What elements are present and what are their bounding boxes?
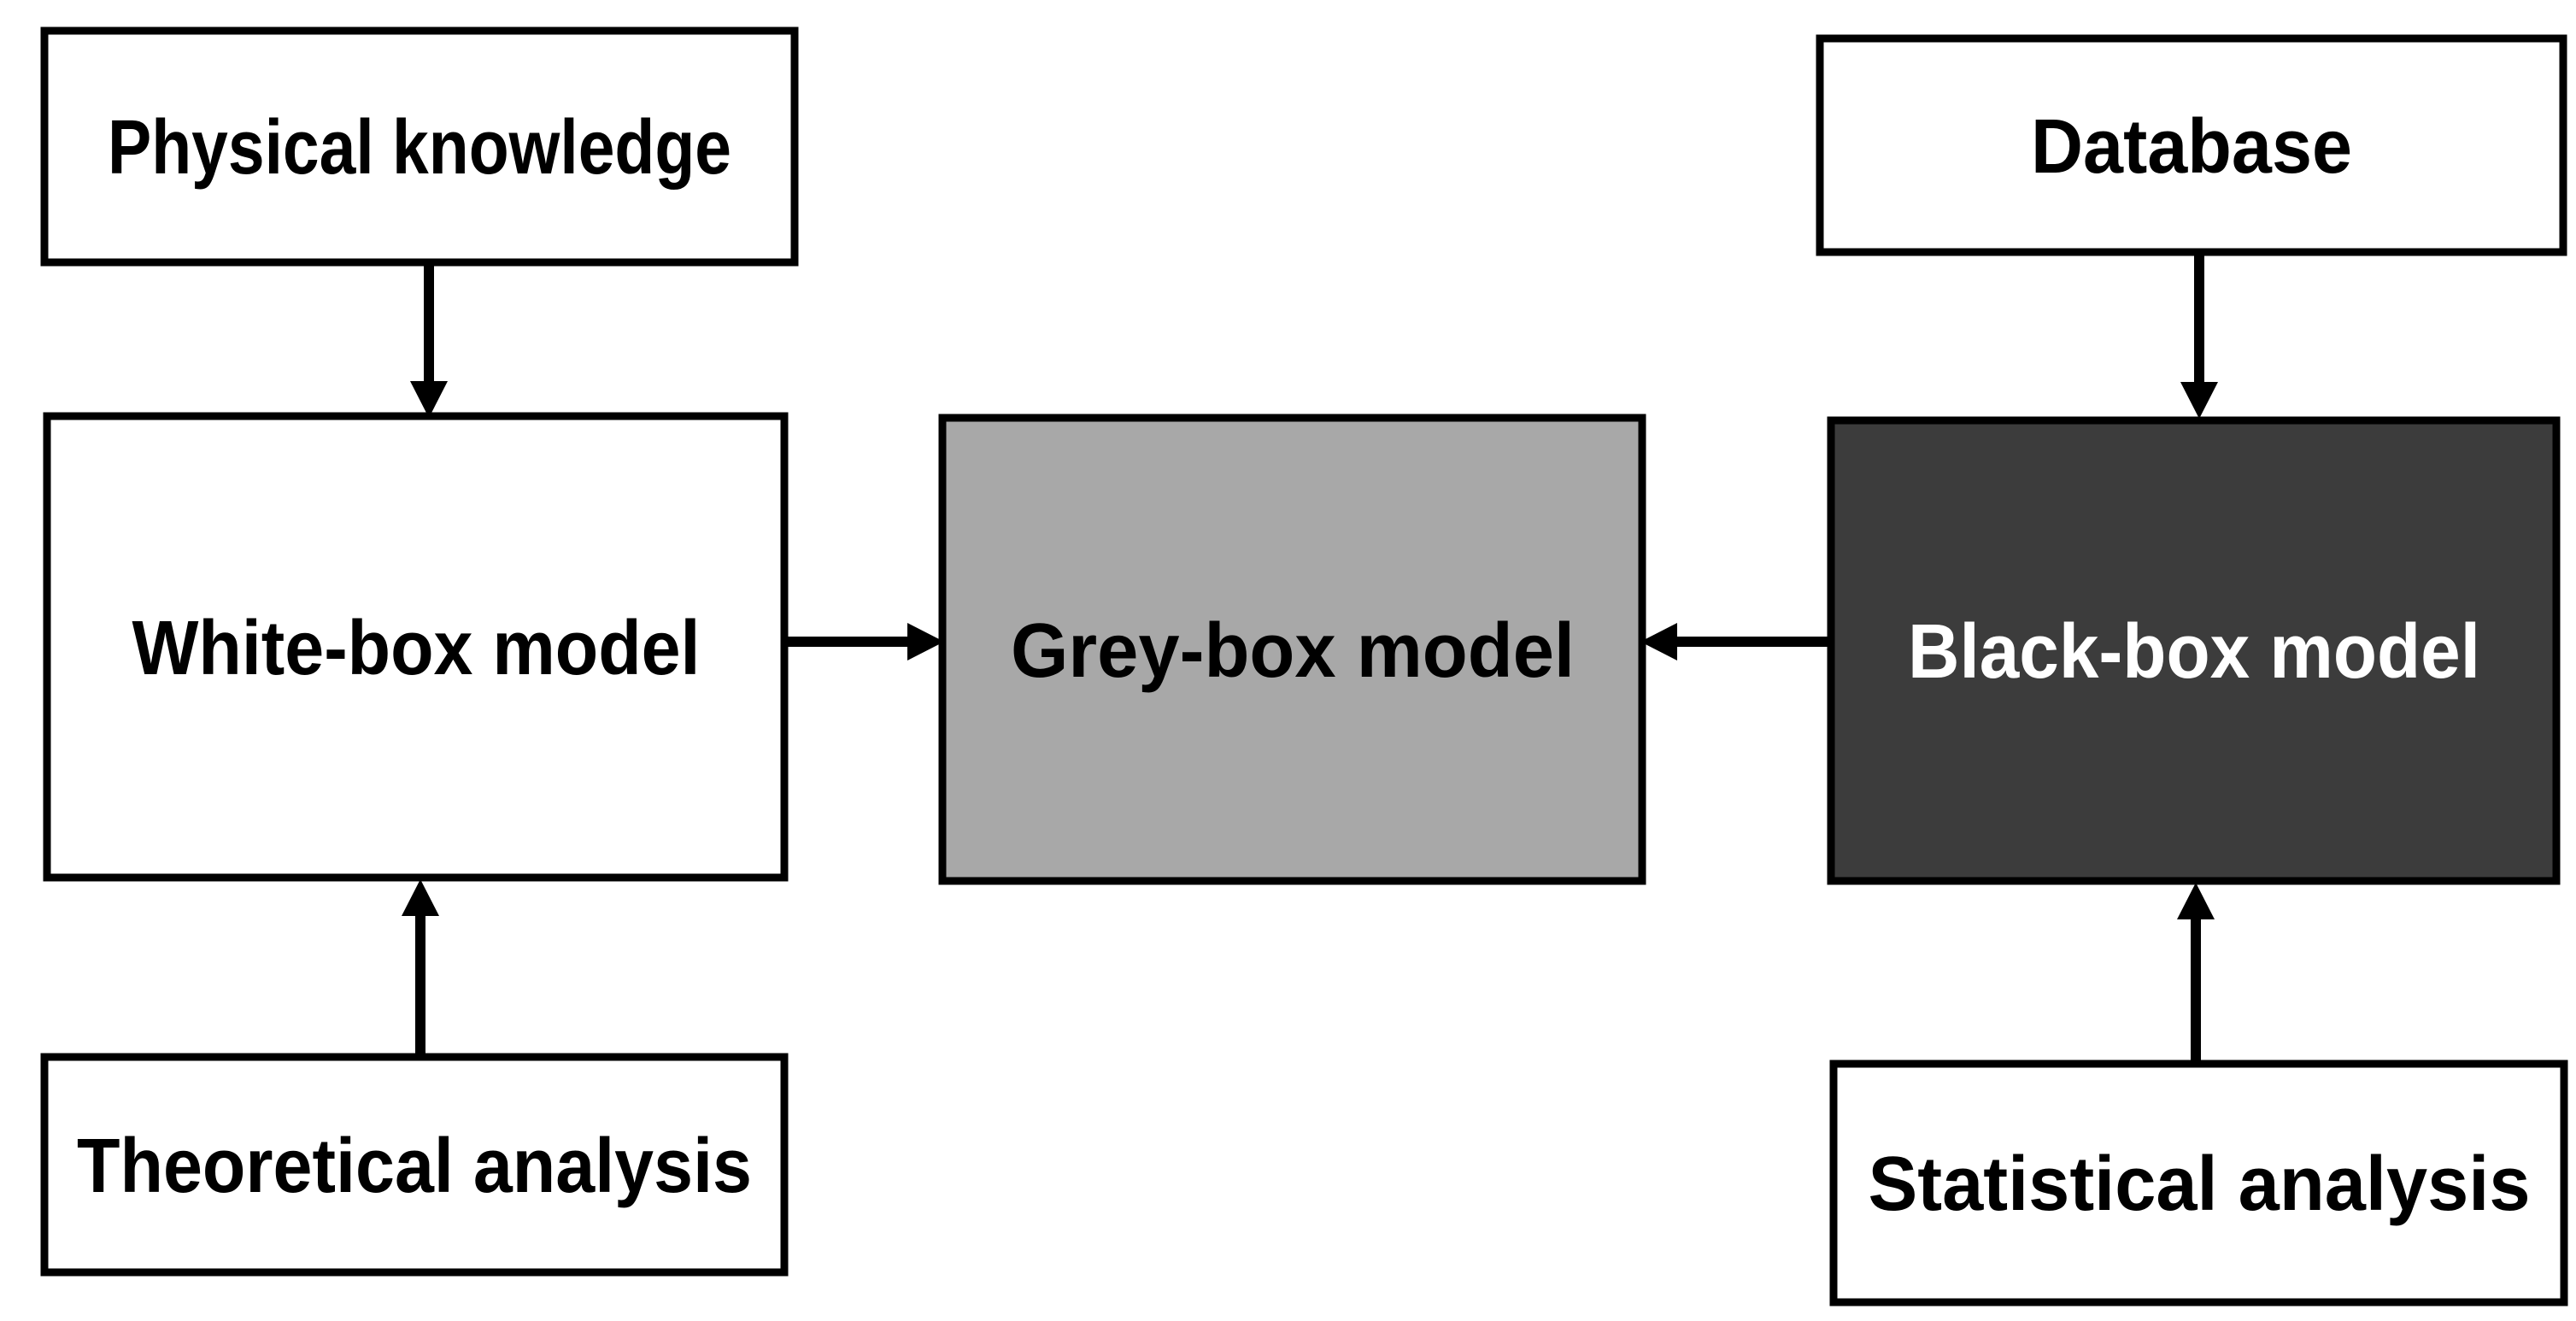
white-box-model-label: White-box model (132, 606, 701, 691)
white-box-model-node (43, 412, 789, 882)
arrowhead-up-icon (402, 879, 439, 916)
arrow-white-box-model-to-grey-box-model (784, 623, 944, 660)
database-label: Database (2031, 104, 2352, 190)
arrowhead-down-icon (2180, 382, 2218, 419)
arrowhead-left-icon (1640, 623, 1677, 660)
arrowhead-up-icon (2177, 883, 2215, 919)
physical-knowledge-label: Physical knowledge (108, 105, 731, 191)
theoretical-analysis-label: Theoretical analysis (77, 1124, 752, 1209)
arrowhead-down-icon (410, 381, 448, 418)
black-box-model-label: Black-box model (1908, 609, 2480, 695)
arrow-database-to-black-box-model (2180, 252, 2218, 419)
arrow-statistical-analysis-to-black-box-model (2177, 883, 2215, 1064)
grey-box-model-label: Grey-box model (1011, 608, 1575, 694)
arrow-theoretical-analysis-to-white-box-model (402, 879, 439, 1057)
theoretical-analysis-node (40, 1053, 789, 1277)
black-box-model-node (1827, 416, 2561, 885)
physical-knowledge-node (40, 26, 799, 267)
arrow-physical-knowledge-to-white-box-model (410, 262, 448, 418)
statistical-analysis-node (1829, 1060, 2568, 1306)
arrow-black-box-model-to-grey-box-model (1640, 623, 1831, 660)
grey-box-model-node (938, 414, 1646, 885)
database-node (1816, 34, 2567, 256)
arrowhead-right-icon (907, 623, 944, 660)
statistical-analysis-label: Statistical analysis (1869, 1142, 2531, 1227)
